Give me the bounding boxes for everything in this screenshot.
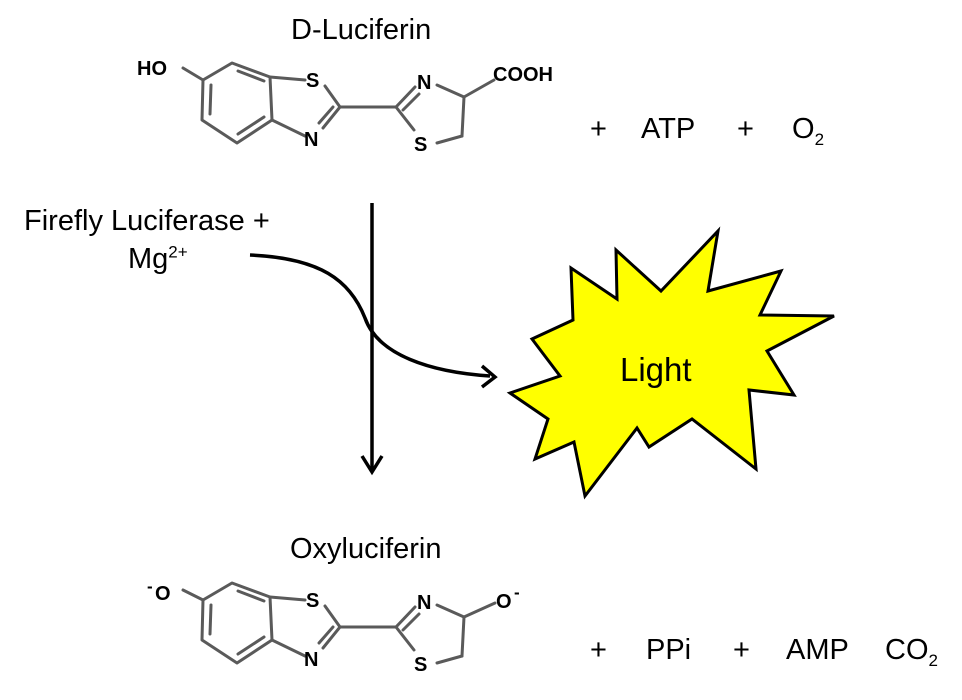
luciferin-benzene-double-3: [208, 83, 213, 116]
oxyluciferin-c4-c5-bond: [460, 615, 466, 658]
luciferin-benzene-double-1: [236, 69, 266, 83]
co2-subscript: 2: [928, 650, 938, 670]
oxyluciferin-s2-atom: S: [414, 654, 427, 676]
catalyst-label: Firefly Luciferase +: [24, 205, 270, 237]
luciferin-n1-bond: [270, 118, 307, 138]
luciferin-benzene-ring: [200, 61, 274, 145]
luciferin-structure: HO S N N S COOH: [137, 58, 553, 156]
oxyluciferin-o-left-charge: -: [147, 577, 153, 596]
luciferin-s1-atom: S: [306, 70, 319, 92]
oxyluciferin-s2-c2b-bond: [394, 625, 416, 652]
oxyluciferin-n2-c4-bond: [435, 603, 466, 619]
light-label: Light: [620, 351, 692, 388]
product-plus-2: +: [733, 634, 750, 666]
magnesium-charge: 2+: [168, 242, 188, 262]
co2-symbol: CO: [885, 634, 929, 666]
oxyluciferin-s1-atom: S: [306, 590, 319, 612]
luciferin-c4-c5-bond: [460, 95, 466, 138]
oxygen-subscript: 2: [814, 129, 825, 149]
luciferin-c2b-n2-double: [401, 92, 421, 112]
oxyluciferin-n1-atom: N: [304, 649, 318, 671]
oxyluciferin-o-right-bond: [462, 601, 497, 619]
oxyluciferin-c2-n1-bond: [321, 625, 342, 650]
luciferin-s2-c2b-bond: [394, 105, 416, 132]
oxyluciferin-c2b-n2-bond: [394, 605, 417, 629]
luciferin-s2-atom: S: [414, 134, 427, 156]
luciferin-ho-bond: [181, 66, 205, 82]
magnesium-symbol: Mg: [128, 243, 169, 275]
oxyluciferin-benzene-double-3: [208, 603, 213, 636]
oxyluciferin-o-right-atom: O: [496, 591, 512, 613]
oxyluciferin-o-right-charge: -: [514, 583, 520, 602]
oxyluciferin-o-left-atom: O: [155, 583, 171, 605]
oxyluciferin-benzene-double-1: [236, 589, 266, 603]
co2-label: CO2: [885, 634, 938, 669]
oxyluciferin-o-left-bond: [181, 588, 205, 602]
oxyluciferin-s1-bond: [268, 595, 307, 602]
atp-label: ATP: [641, 113, 696, 145]
oxyluciferin-benzene-double-2: [236, 635, 266, 656]
oxyluciferin-c2-n1-double: [317, 625, 335, 645]
oxyluciferin-s1-c2-bond: [323, 604, 342, 629]
catalyst-curved-arrow: [249, 253, 491, 378]
luciferin-benzene-double-2: [236, 115, 266, 136]
main-arrow-head: [360, 455, 384, 476]
luciferin-c5-s2-bond: [435, 134, 464, 145]
luciferin-c2-n1-double: [317, 105, 335, 125]
luciferin-c2b-n2-bond: [394, 85, 417, 109]
oxygen-label: O2: [792, 113, 824, 148]
oxyluciferin-n1-bond: [270, 638, 307, 658]
product-plus-1: +: [590, 634, 607, 666]
reactant-plus-2: +: [737, 113, 754, 145]
luciferin-n1-atom: N: [304, 129, 318, 151]
oxyluciferin-structure: - O S N N S O -: [147, 577, 520, 676]
oxyluciferin-benzene-ring: [200, 581, 274, 665]
luciferin-cooh-bond: [462, 78, 496, 99]
oxyluciferin-c2b-n2-double: [401, 612, 421, 632]
luciferin-s1-bond: [268, 75, 307, 82]
reactant-name: D-Luciferin: [291, 14, 432, 46]
oxygen-symbol: O: [792, 113, 815, 145]
reactant-plus-1: +: [590, 113, 607, 145]
oxyluciferin-n2-atom: N: [417, 592, 431, 614]
amp-label: AMP: [786, 634, 849, 666]
oxyluciferin-c5-s2-bond: [435, 654, 464, 665]
magnesium-label: Mg2+: [128, 242, 188, 275]
luciferin-c2-n1-bond: [321, 105, 342, 130]
product-name: Oxyluciferin: [290, 533, 442, 565]
luciferin-ho-atom: HO: [137, 58, 167, 80]
catalyst-arrow-head: [480, 364, 498, 389]
luciferin-n2-atom: N: [417, 72, 431, 94]
light-starburst: [506, 226, 835, 500]
luciferin-s1-c2-bond: [323, 84, 342, 109]
luciferin-cooh-atom: COOH: [493, 64, 553, 86]
luciferin-n2-c4-bond: [435, 83, 466, 99]
ppi-label: PPi: [646, 634, 692, 666]
